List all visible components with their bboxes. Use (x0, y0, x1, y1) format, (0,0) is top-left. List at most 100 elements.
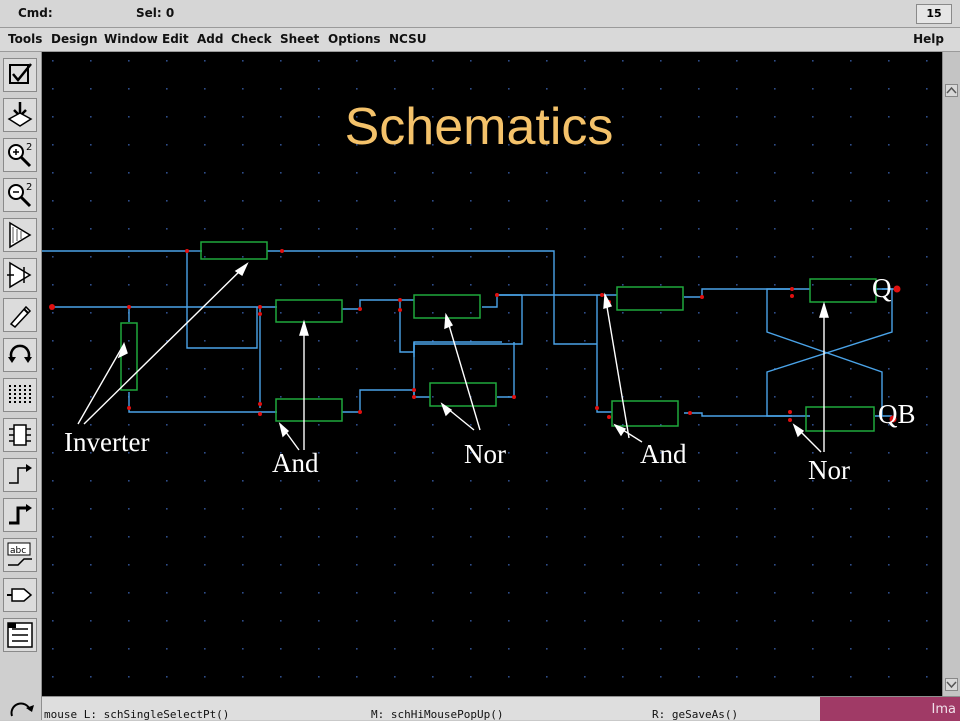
scroll-up-icon[interactable] (945, 84, 958, 97)
wire-narrow-icon (9, 464, 32, 484)
cmd-label: Cmd: (18, 6, 53, 20)
fit-button[interactable] (3, 218, 37, 252)
menu-help[interactable]: Help (913, 32, 944, 46)
undo-icon (8, 344, 32, 363)
wire-wide-button[interactable] (3, 498, 37, 532)
wire-and1-out (342, 299, 414, 310)
menu-bar: Tools Design Window Edit Add Check Sheet… (0, 28, 960, 52)
and-gate-3 (616, 286, 684, 311)
delete-icon (9, 305, 32, 329)
menu-window[interactable]: Window (104, 32, 158, 46)
label-button[interactable]: abc (3, 538, 37, 572)
undo-button[interactable] (3, 338, 37, 372)
save-icon (7, 102, 33, 127)
buffer-top (200, 241, 268, 260)
nor-gate-3 (809, 278, 877, 303)
arrowhead (819, 301, 829, 318)
zoom-out-button[interactable]: 2 (3, 178, 37, 212)
pin-icon (7, 588, 33, 602)
stretch-button[interactable] (3, 258, 37, 292)
arrowhead (299, 319, 309, 336)
mouse-middle-binding: M: schHiMousePopUp() (371, 708, 504, 721)
menu-sheet[interactable]: Sheet (280, 32, 320, 46)
input-pin (49, 304, 55, 310)
q-pin (893, 285, 901, 293)
vertical-scrollbar[interactable] (942, 52, 960, 696)
wire-nor2-in (413, 390, 430, 398)
menu-ncsu[interactable]: NCSU (389, 32, 427, 46)
components (120, 241, 877, 432)
and-gate-4 (611, 400, 679, 427)
schematic-drawing: Schematics Inverter And Nor And Nor Q QB (42, 60, 928, 678)
check-icon (9, 63, 32, 84)
svg-text:2: 2 (26, 142, 32, 153)
property-button[interactable] (3, 378, 37, 412)
stretch-icon (7, 261, 32, 289)
mouse-left-binding: mouse L: schSingleSelectPt() (44, 708, 230, 721)
mouse-cursor-icon (10, 702, 34, 717)
wire-nor2-out (497, 342, 515, 398)
arrowhead (234, 262, 249, 277)
arrowhead (613, 423, 627, 437)
menu-tools[interactable]: Tools (8, 32, 43, 46)
delete-button[interactable] (3, 298, 37, 332)
wire-narrow-button[interactable] (3, 458, 37, 492)
menu-add[interactable]: Add (197, 32, 224, 46)
menu-check[interactable]: Check (231, 32, 272, 46)
wire-cross-a (766, 288, 883, 416)
schematic-canvas[interactable]: Schematics Inverter And Nor And Nor Q QB (42, 52, 942, 696)
mouse-right-binding: R: geSaveAs() (652, 708, 739, 721)
slide-title: Schematics (345, 98, 614, 156)
check-save-button[interactable] (3, 58, 37, 92)
arrowhead (792, 423, 805, 438)
arrowhead (440, 402, 453, 417)
pin-button[interactable] (3, 578, 37, 612)
wire-and3-out (684, 288, 810, 298)
svg-text:abc: abc (10, 546, 26, 556)
menu-edit[interactable]: Edit (162, 32, 189, 46)
instance-button[interactable] (3, 418, 37, 452)
image-window-tab-label: Ima (931, 702, 956, 717)
arrowhead (117, 341, 128, 359)
and-gate-1 (275, 299, 343, 323)
svg-text:2: 2 (26, 182, 32, 193)
arrow-nor-1 (445, 314, 481, 431)
zoom-in-icon: 2 (8, 142, 32, 168)
menu-design[interactable]: Design (51, 32, 98, 46)
wire-wide-icon (9, 504, 32, 525)
image-window-tab[interactable]: Ima (820, 697, 960, 721)
label-q: Q (872, 273, 892, 303)
selection-count: Sel: 0 (136, 6, 175, 20)
label-inverter: Inverter (64, 427, 149, 457)
label-nor-2: Nor (808, 455, 850, 485)
wire-inv-out (128, 392, 277, 413)
page-number: 15 (916, 4, 952, 24)
zoom-in-button[interactable]: 2 (3, 138, 37, 172)
qb-pin (889, 415, 897, 423)
instance-icon (9, 424, 31, 446)
arrowhead (603, 292, 613, 309)
label-icon: abc (7, 542, 32, 566)
menu-options[interactable]: Options (328, 32, 381, 46)
wire-nor1-out (482, 294, 522, 308)
arrow-buffer (83, 263, 248, 425)
scroll-down-icon[interactable] (945, 678, 958, 691)
wire-cross-b (766, 288, 893, 417)
mouse-binding-bar: mouse L: schSingleSelectPt() M: schHiMou… (42, 696, 960, 721)
label-nor-1: Nor (464, 439, 506, 469)
label-qb: QB (878, 399, 916, 429)
save-button[interactable] (3, 98, 37, 132)
status-bar: Cmd: Sel: 0 15 (0, 0, 960, 28)
hierarchy-button[interactable] (3, 618, 37, 652)
wires (42, 250, 897, 417)
annotation-arrows (77, 262, 829, 453)
nor-gate-2 (429, 382, 497, 407)
arrowhead (444, 312, 454, 330)
pins (49, 249, 901, 423)
wire-and2-out (342, 389, 414, 413)
wire-top-left (42, 250, 258, 349)
wire-top-right (267, 250, 597, 345)
label-and-1: And (272, 448, 319, 478)
arrow-inverter-gate (77, 343, 125, 425)
fit-icon (9, 221, 32, 249)
